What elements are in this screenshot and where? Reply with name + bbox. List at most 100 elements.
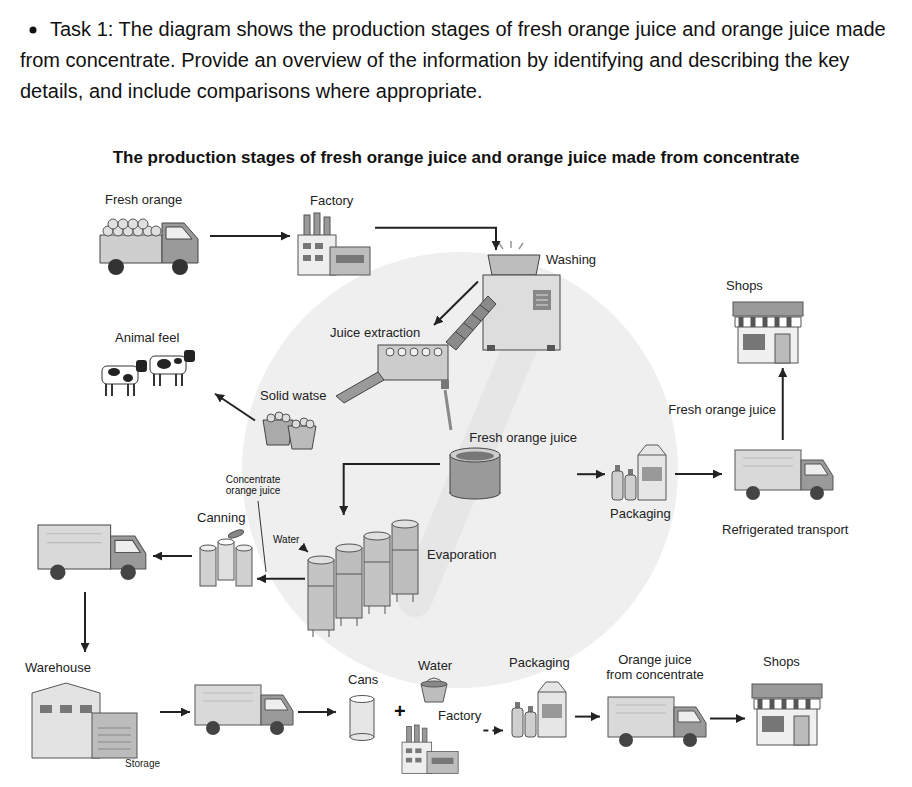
cow-icon xyxy=(108,368,120,376)
pickup-truck xyxy=(151,226,161,236)
cow-icon xyxy=(123,374,133,382)
stage-node: Fresh orange xyxy=(95,192,210,280)
juice-vat xyxy=(456,452,494,461)
conveyor-belt xyxy=(456,305,489,339)
stage-label: Evaporation xyxy=(427,547,496,562)
callout-label: Concentrate orange juice xyxy=(221,474,285,496)
evaporation-tanks xyxy=(336,548,362,618)
cans-icon xyxy=(236,545,252,551)
pickup-truck xyxy=(118,219,128,229)
flow-arrow xyxy=(445,390,451,430)
washing-machine xyxy=(533,290,551,310)
flow-arrow xyxy=(375,228,496,250)
cow-icon xyxy=(184,350,195,362)
waste-basket xyxy=(288,426,316,449)
juice-extractor xyxy=(378,345,448,380)
evaporation-tanks xyxy=(392,524,418,594)
waste-basket xyxy=(306,420,314,428)
can-icon xyxy=(350,734,374,741)
stage-label: Juice extraction xyxy=(330,325,420,340)
cow-icon xyxy=(102,360,147,396)
juice-extractor xyxy=(441,380,449,389)
illustration xyxy=(195,685,293,735)
flow-arrow xyxy=(483,730,503,732)
water-bucket xyxy=(421,681,447,687)
flow-arrow xyxy=(434,282,478,326)
stage-node: Shops xyxy=(745,654,825,749)
flow-arrow xyxy=(710,718,745,720)
stage-label: Solid watse xyxy=(260,388,326,403)
can-icon xyxy=(350,696,374,741)
stage-node: Solid watse xyxy=(255,388,330,453)
waste-basket xyxy=(267,414,275,422)
juice-vat xyxy=(450,448,500,462)
juice-vat xyxy=(450,448,500,499)
evaporation-tanks xyxy=(336,544,362,552)
washing-machine xyxy=(547,345,555,351)
leader-line xyxy=(258,501,266,572)
stage-label: Fresh orange juice xyxy=(469,430,577,445)
stage-label: Packaging xyxy=(610,506,671,521)
washing-machine xyxy=(536,295,548,305)
pickup-truck xyxy=(138,219,148,229)
stage-node: Evaporation xyxy=(305,515,498,640)
bullet-dot xyxy=(30,27,37,34)
pickup-truck xyxy=(162,223,198,263)
flow-arrow xyxy=(298,711,336,713)
evaporation-tanks xyxy=(308,560,334,630)
stage-node: WarehouseStorage xyxy=(25,660,162,775)
stage-node: Packaging xyxy=(605,440,675,525)
illustration xyxy=(38,525,146,580)
washing-machine xyxy=(499,241,523,249)
flow-arrow xyxy=(160,711,190,713)
stage-label: Factory xyxy=(438,708,481,723)
can-icon xyxy=(350,699,374,737)
stage-node: Packaging xyxy=(503,655,575,743)
diagram-title: The production stages of fresh orange ju… xyxy=(0,148,912,168)
flow-arrow xyxy=(782,368,784,440)
stage-label: Shops xyxy=(763,654,800,669)
warehouse-icon xyxy=(98,728,131,749)
stage-node: Juice extraction xyxy=(330,325,460,390)
flow-arrow xyxy=(577,473,605,475)
illustration xyxy=(752,684,822,745)
stage-label: Warehouse xyxy=(25,660,91,675)
juice-extractor xyxy=(410,348,418,356)
illustration xyxy=(735,450,833,500)
stage-node: Canning xyxy=(195,510,257,595)
flow-arrow xyxy=(257,578,305,580)
water-bucket xyxy=(421,678,447,702)
flow-arrow xyxy=(153,555,192,557)
cow-icon xyxy=(150,350,195,386)
waste-basket xyxy=(263,420,293,445)
pickup-truck xyxy=(100,219,198,275)
stage-node: Washing xyxy=(478,250,628,355)
juice-extractor xyxy=(336,345,449,403)
pickup-truck xyxy=(100,235,162,263)
pickup-truck xyxy=(108,219,118,229)
juice-extractor xyxy=(398,348,406,356)
evaporation-tanks xyxy=(364,532,390,540)
flow-arrow xyxy=(675,473,722,475)
juice-extractor xyxy=(336,372,384,403)
conveyor-belt xyxy=(446,296,496,350)
warehouse-icon xyxy=(40,705,52,713)
flow-arrow xyxy=(215,394,255,421)
warehouse-icon xyxy=(92,713,137,758)
cow-icon xyxy=(102,366,138,384)
water-dashed-arrow xyxy=(301,546,308,552)
cow-icon xyxy=(150,356,186,374)
flow-arrow xyxy=(575,716,600,718)
cow-icon xyxy=(154,374,182,386)
illustration xyxy=(608,697,706,747)
warehouse-icon xyxy=(32,683,137,758)
edge-label: Fresh orange juice xyxy=(668,402,776,417)
evaporation-tanks xyxy=(308,520,418,637)
illustration xyxy=(612,445,666,500)
cans-icon xyxy=(200,545,216,551)
stage-node: Orange juice from concentrate xyxy=(600,652,710,747)
task-prompt: Task 1: The diagram shows the production… xyxy=(20,14,892,107)
stage-node: Cans xyxy=(343,672,385,744)
stage-node: Shops xyxy=(722,278,807,368)
